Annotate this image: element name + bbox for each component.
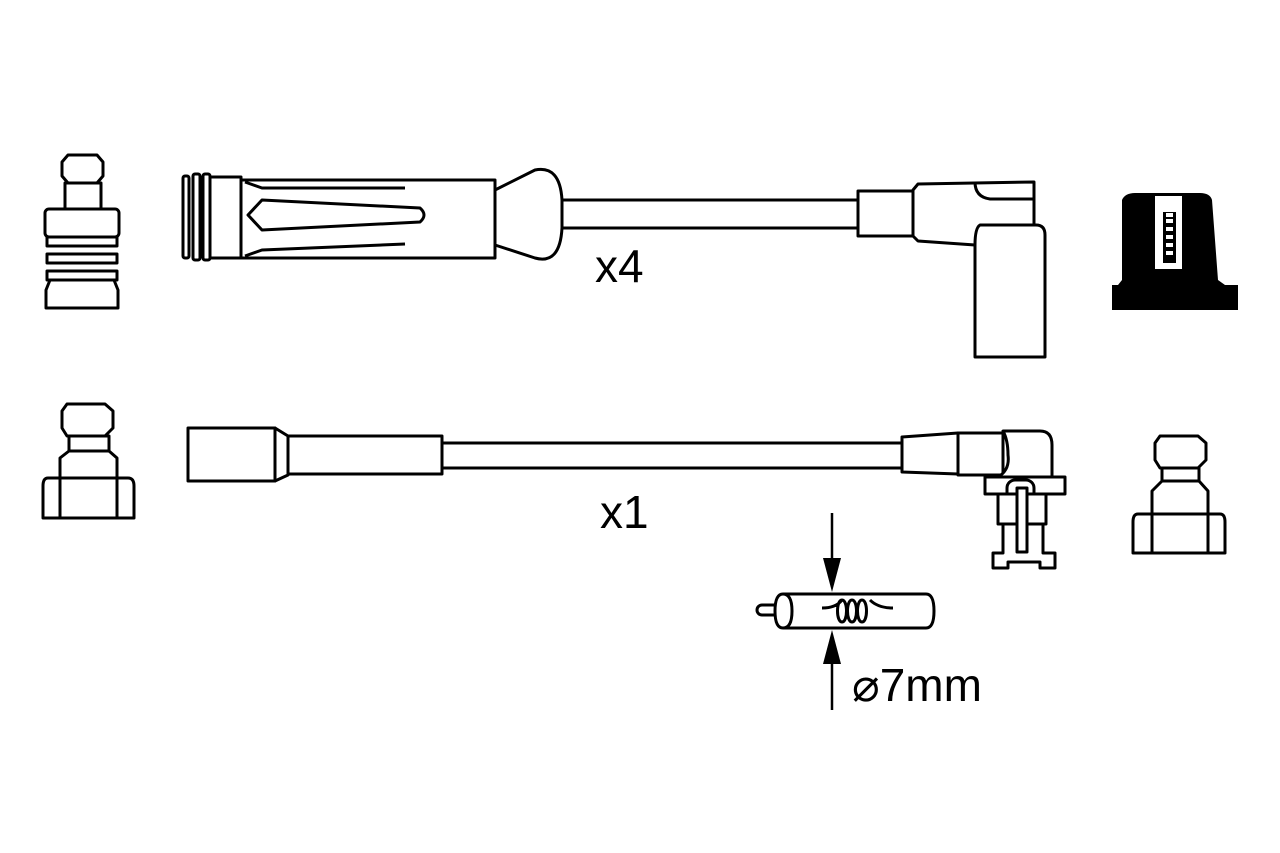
cable-section-detail: [755, 592, 936, 630]
bottom-cable: [440, 441, 904, 470]
bottom-quantity-label: x1: [600, 486, 649, 538]
top-right-black-cap: [1112, 193, 1238, 310]
bottom-right-spark-plug-terminal: [1131, 434, 1227, 555]
bottom-straight-boot: [186, 426, 444, 483]
diameter-symbol: ⌀: [852, 658, 880, 712]
top-left-spark-plug-terminal: [43, 153, 121, 310]
bottom-left-spark-plug-terminal: [41, 402, 136, 520]
top-quantity-label: x4: [595, 240, 644, 292]
diameter-dimension-arrows: [823, 513, 841, 710]
top-angled-boot: [856, 180, 1047, 359]
cable-diameter-label: ⌀7mm: [852, 662, 982, 708]
bottom-angled-boot: [900, 429, 1067, 570]
top-cable: [560, 198, 860, 230]
top-straight-boot: [181, 167, 564, 262]
diameter-value: 7mm: [879, 659, 982, 711]
